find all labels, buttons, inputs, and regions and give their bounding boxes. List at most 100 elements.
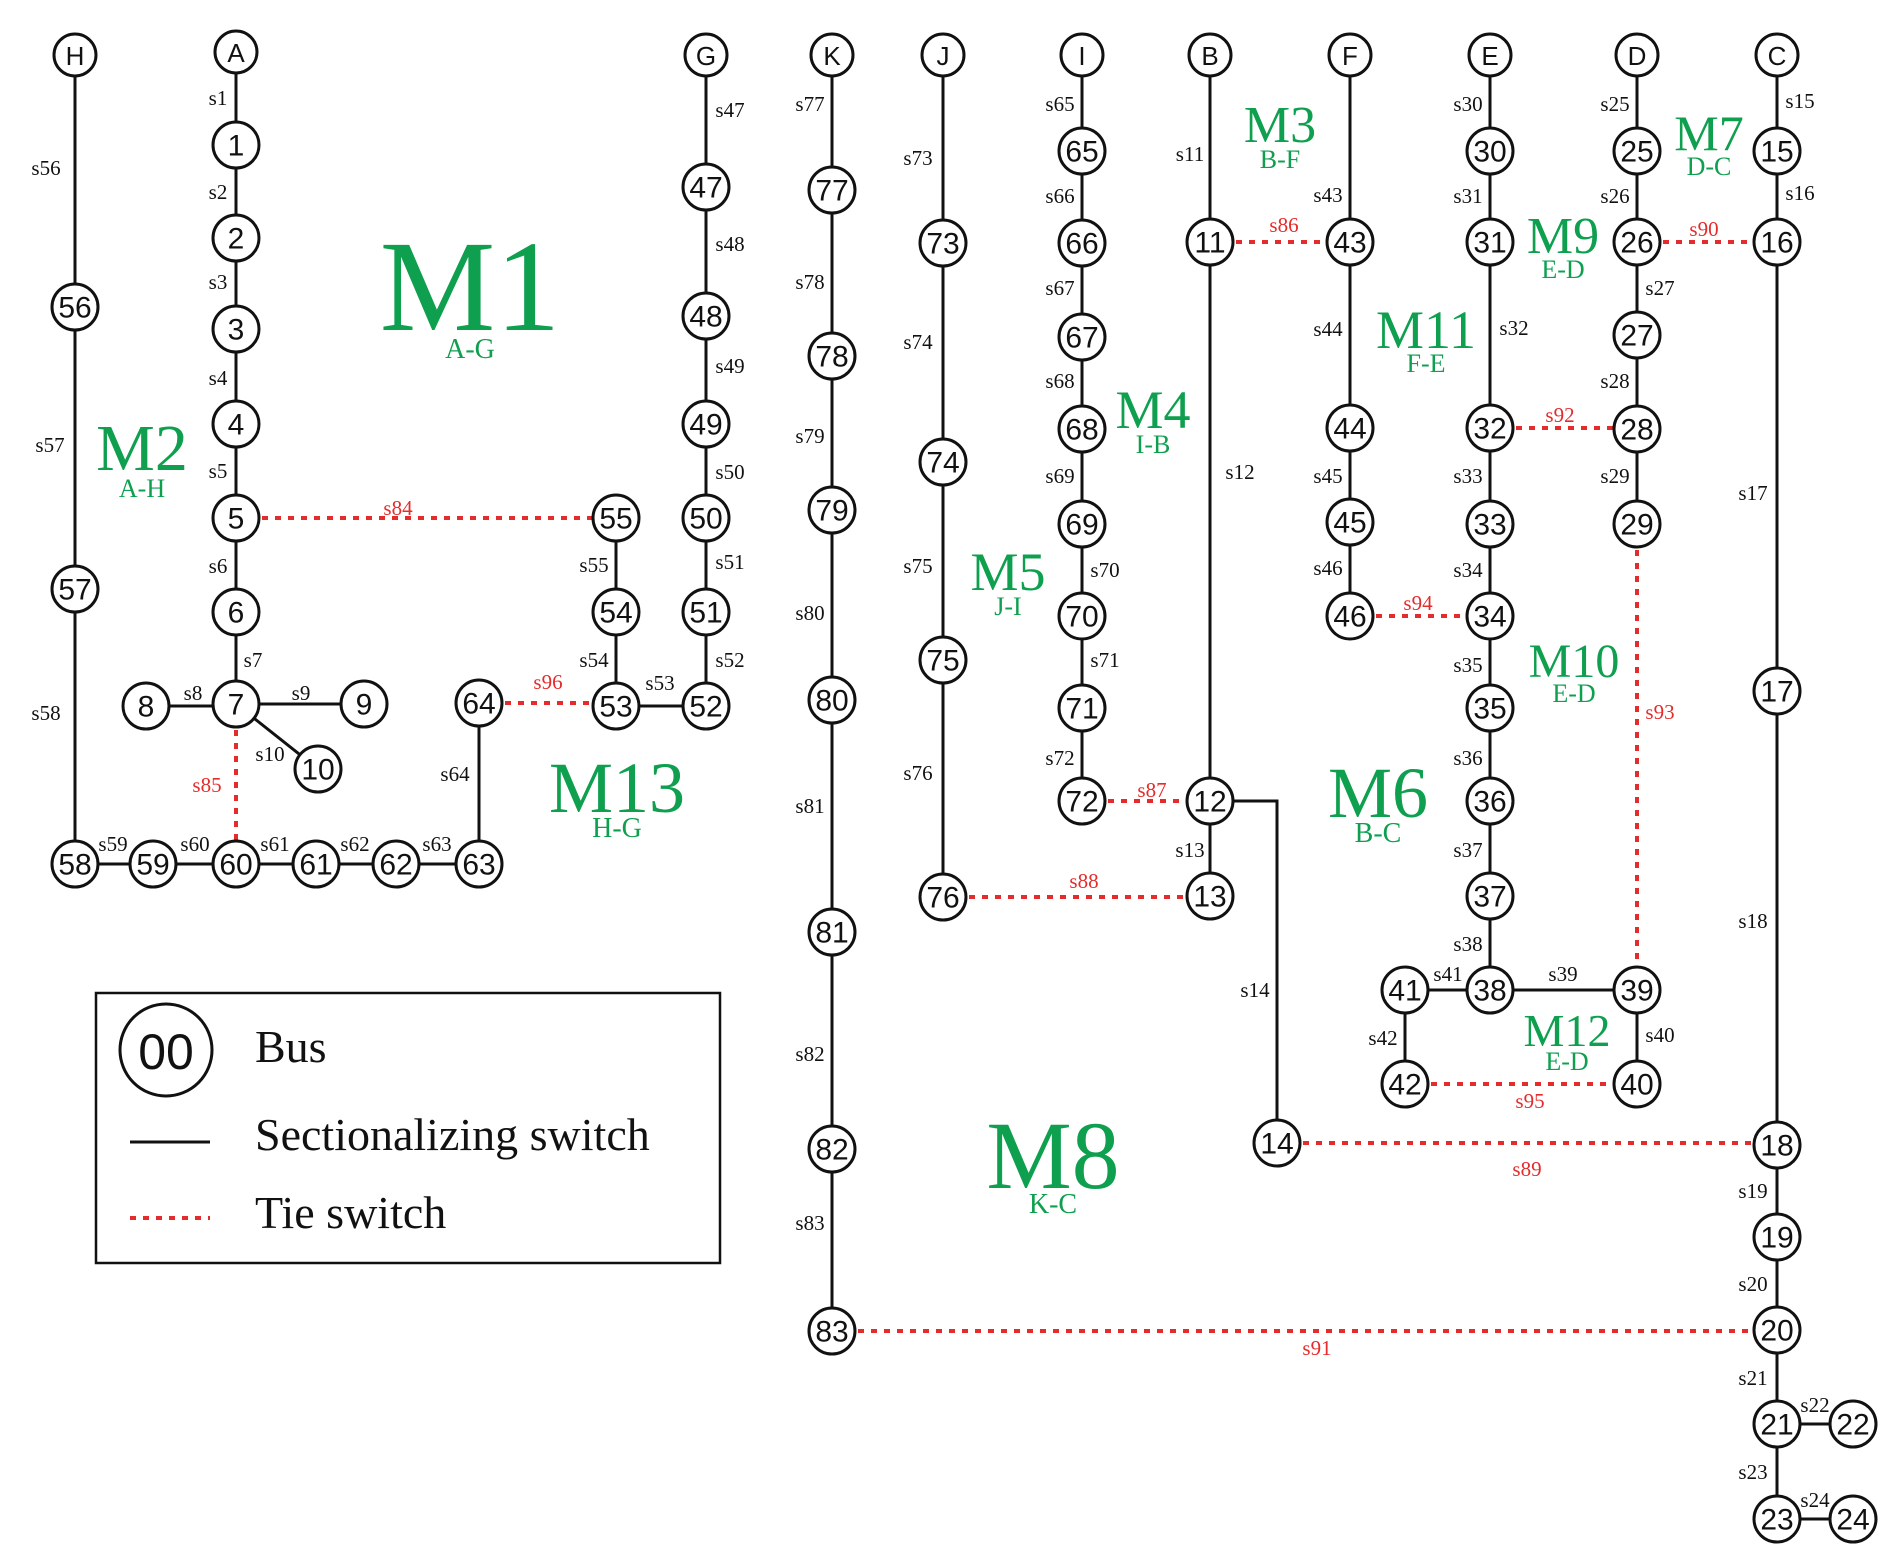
bus-circle-21 — [1752, 1399, 1802, 1449]
bus-label-7: 7 — [228, 689, 245, 722]
bus-circle-73 — [918, 218, 968, 268]
bus-label-58: 58 — [58, 849, 91, 882]
mg-label-m7: M7D-C — [1674, 105, 1743, 181]
bus-circle-38 — [1465, 965, 1515, 1015]
switch-label-s81: s81 — [795, 794, 824, 818]
sectionalizing-lines — [73, 52, 1853, 1521]
switch-label-s59: s59 — [98, 832, 127, 856]
switch-label-s58: s58 — [31, 701, 60, 725]
bus-node-2: 2 — [211, 213, 261, 263]
bus-circle-15 — [1752, 126, 1802, 176]
bus-node-56: 56 — [50, 282, 100, 332]
source-node-B: B — [1187, 32, 1233, 78]
switch-label-s33: s33 — [1453, 464, 1482, 488]
mg-sub-m7: D-C — [1687, 152, 1732, 181]
bus-circle-75 — [918, 635, 968, 685]
bus-label-56: 56 — [58, 292, 91, 325]
source-label-G: G — [696, 41, 716, 71]
bus-label-76: 76 — [926, 882, 959, 915]
bus-circle-62 — [371, 839, 421, 889]
source-node-G: G — [683, 32, 729, 78]
switch-label-s4: s4 — [209, 366, 228, 390]
bus-circle-3 — [211, 304, 261, 354]
mg-name-m6: M6 — [1328, 753, 1428, 833]
bus-circle-40 — [1612, 1059, 1662, 1109]
bus-label-29: 29 — [1620, 509, 1653, 542]
legend-tie-label: Tie switch — [255, 1187, 446, 1238]
bus-circle-80 — [807, 675, 857, 725]
bus-label-51: 51 — [689, 597, 722, 630]
switch-label-s5: s5 — [209, 459, 228, 483]
bus-circle-44 — [1325, 403, 1375, 453]
bus-label-48: 48 — [689, 301, 722, 334]
bus-circle-2 — [211, 213, 261, 263]
mg-sub-m13: H-G — [592, 813, 642, 844]
bus-label-55: 55 — [599, 503, 632, 536]
bus-label-19: 19 — [1760, 1222, 1793, 1255]
bus-label-82: 82 — [815, 1134, 848, 1167]
bus-circle-70 — [1057, 591, 1107, 641]
source-circle-H — [52, 32, 98, 78]
mg-name-m1: M1 — [380, 215, 561, 359]
bus-circle-30 — [1465, 126, 1515, 176]
bus-circle-34 — [1465, 591, 1515, 641]
bus-node-35: 35 — [1465, 683, 1515, 733]
bus-label-81: 81 — [815, 917, 848, 950]
source-circle-G — [683, 32, 729, 78]
bus-circle-43 — [1325, 217, 1375, 267]
switch-label-s9: s9 — [292, 681, 311, 705]
tie-line-s89 — [1277, 1141, 1779, 1145]
bus-label-9: 9 — [356, 689, 373, 722]
bus-node-65: 65 — [1057, 126, 1107, 176]
bus-circle-33 — [1465, 499, 1515, 549]
bus-circle-31 — [1465, 217, 1515, 267]
bus-label-64: 64 — [462, 688, 495, 721]
bus-node-48: 48 — [681, 291, 731, 341]
bus-circle-52 — [681, 681, 731, 731]
bus-node-5: 5 — [211, 493, 261, 543]
bus-label-30: 30 — [1473, 136, 1506, 169]
bus-circle-35 — [1465, 683, 1515, 733]
mg-label-m6: M6B-C — [1328, 753, 1428, 849]
bus-label-66: 66 — [1065, 228, 1098, 261]
bus-node-1: 1 — [211, 120, 261, 170]
mg-sub-m3: B-F — [1260, 145, 1300, 174]
bus-label-22: 22 — [1836, 1409, 1869, 1442]
bus-label-1: 1 — [228, 130, 245, 163]
bus-node-15: 15 — [1752, 126, 1802, 176]
bus-label-18: 18 — [1760, 1130, 1793, 1163]
switch-label-s16: s16 — [1785, 181, 1814, 205]
switch-label-s30: s30 — [1453, 92, 1482, 116]
bus-label-47: 47 — [689, 172, 722, 205]
bus-circle-59 — [128, 839, 178, 889]
switch-label-s34: s34 — [1453, 558, 1483, 582]
switch-label-s78: s78 — [795, 270, 824, 294]
bus-node-64: 64 — [454, 678, 504, 728]
switch-label-s50: s50 — [715, 460, 744, 484]
switch-label-s76: s76 — [903, 761, 932, 785]
bus-circle-20 — [1752, 1305, 1802, 1355]
bus-circle-57 — [50, 564, 100, 614]
bus-label-78: 78 — [815, 341, 848, 374]
bus-circle-56 — [50, 282, 100, 332]
switch-label-s68: s68 — [1045, 369, 1074, 393]
bus-node-62: 62 — [371, 839, 421, 889]
bus-label-67: 67 — [1065, 322, 1098, 355]
bus-circle-83 — [807, 1306, 857, 1356]
mg-sub-m4: I-B — [1136, 430, 1171, 459]
source-node-E: E — [1467, 32, 1513, 78]
switch-label-s32: s32 — [1499, 316, 1528, 340]
bus-circle-41 — [1380, 965, 1430, 1015]
bus-circle-14 — [1252, 1118, 1302, 1168]
bus-node-73: 73 — [918, 218, 968, 268]
bus-circle-76 — [918, 872, 968, 922]
bus-node-52: 52 — [681, 681, 731, 731]
mg-sub-m1: A-G — [445, 334, 495, 365]
mg-name-m10: M10 — [1529, 635, 1620, 688]
bus-label-42: 42 — [1388, 1069, 1421, 1102]
bus-label-26: 26 — [1620, 227, 1653, 260]
bus-circle-68 — [1057, 404, 1107, 454]
switch-label-s70: s70 — [1090, 558, 1119, 582]
bus-node-18: 18 — [1752, 1120, 1802, 1170]
